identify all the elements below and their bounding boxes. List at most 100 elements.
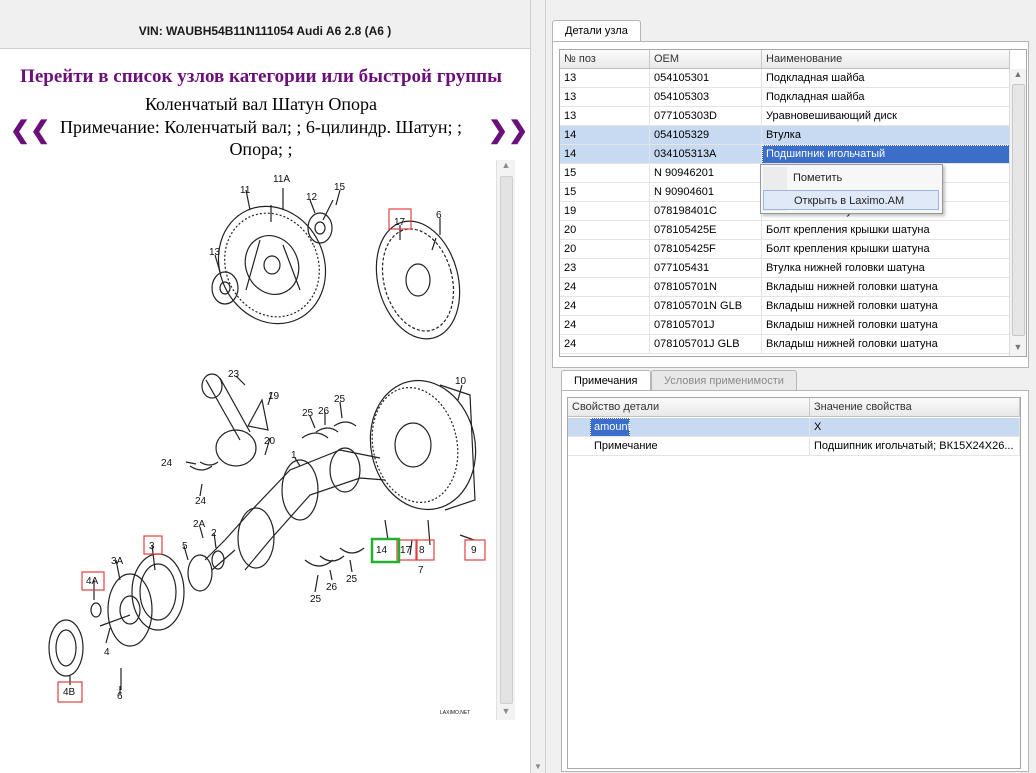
properties-table[interactable]: Свойство детали Значение свойства amount… — [567, 397, 1021, 769]
property-value[interactable]: X — [810, 418, 1020, 437]
property-name[interactable]: Примечание — [568, 437, 810, 456]
cell-name[interactable]: Вкладыш нижней головки шатуна — [762, 297, 1010, 316]
cell-pos[interactable]: 24 — [560, 316, 650, 335]
cell-oem[interactable]: 034105313A — [650, 145, 762, 164]
cell-name[interactable]: Вкладыш нижней головки шатуна — [762, 278, 1010, 297]
selected-cell[interactable]: Подшипник игольчатый — [762, 145, 1009, 163]
callout-17[interactable] — [388, 208, 412, 230]
column-header-name[interactable]: Наименование — [762, 50, 1010, 69]
diagram-label: 4 — [104, 647, 110, 658]
cell-pos[interactable]: 13 — [560, 69, 650, 88]
cell-pos[interactable]: 13 — [560, 107, 650, 126]
cell-pos[interactable]: 24 — [560, 297, 650, 316]
cell-name[interactable]: Уравновешивающий диск — [762, 107, 1010, 126]
scroll-thumb[interactable] — [1012, 84, 1025, 336]
cell-name[interactable]: Вкладыш нижней головки шатуна — [762, 316, 1010, 335]
watermark: LAXIMO.NET — [440, 710, 470, 716]
cell-pos[interactable]: 13 — [560, 88, 650, 107]
scroll-down-icon[interactable]: ▼ — [501, 706, 511, 716]
tab-notes[interactable]: Примечания — [561, 370, 651, 391]
column-header-value[interactable]: Значение свойства — [810, 398, 1020, 417]
cell-pos[interactable]: 15 — [560, 183, 650, 202]
cell-oem[interactable]: 078105425F — [650, 240, 762, 259]
callout-4a[interactable] — [81, 571, 105, 591]
cell-name[interactable]: Подкладная шайба — [762, 69, 1010, 88]
cell-name[interactable]: Втулка — [762, 126, 1010, 145]
callout-4b[interactable] — [57, 681, 83, 703]
cell-oem[interactable]: 054105329 — [650, 126, 762, 145]
cell-name[interactable]: Болт крепления крышки шатуна — [762, 221, 1010, 240]
column-header-property[interactable]: Свойство детали — [568, 398, 810, 417]
cell-pos[interactable]: 24 — [560, 278, 650, 297]
callout-3[interactable] — [143, 535, 163, 555]
cell-oem[interactable]: 078105701J — [650, 316, 762, 335]
tab-part-details[interactable]: Детали узла — [552, 20, 641, 41]
cell-name[interactable]: Подшипник игольчатый — [762, 145, 1010, 164]
cell-name[interactable]: Втулка нижней головки шатуна — [762, 259, 1010, 278]
next-unit-icon[interactable]: ❯❯ — [488, 118, 529, 144]
menu-item-mark[interactable]: Пометить — [793, 172, 843, 184]
property-name-cell[interactable]: amount — [568, 418, 810, 437]
cell-oem[interactable]: N 90946201 — [650, 164, 762, 183]
cell-pos[interactable]: 20 — [560, 240, 650, 259]
table-row[interactable]: Примечание Подшипник игольчатый; ВК15Х24… — [568, 437, 1020, 456]
cell-oem[interactable]: 077105431 — [650, 259, 762, 278]
scroll-down-icon[interactable]: ▼ — [1013, 342, 1023, 352]
cell-pos[interactable]: 14 — [560, 126, 650, 145]
diagram-label: 4A — [86, 576, 99, 587]
cell-oem[interactable]: 054105303 — [650, 88, 762, 107]
cell-oem[interactable]: 078105701N — [650, 278, 762, 297]
category-link[interactable]: Перейти в список узлов категории или быс… — [20, 66, 502, 87]
cell-pos[interactable]: 20 — [560, 221, 650, 240]
cell-pos[interactable]: 23 — [560, 259, 650, 278]
cell-oem[interactable]: 054105301 — [650, 69, 762, 88]
menu-item-open-laximo[interactable]: Открыть в Laximo.AM — [763, 190, 939, 210]
scroll-thumb[interactable] — [500, 176, 513, 704]
callout-17b[interactable] — [396, 539, 418, 561]
cell-oem[interactable]: 078198401C — [650, 202, 762, 221]
callout-8[interactable] — [415, 539, 435, 561]
table-row[interactable]: amount X — [568, 418, 1020, 437]
cell-oem[interactable]: N 90904601 — [650, 183, 762, 202]
cell-pos[interactable]: 15 — [560, 164, 650, 183]
tab-conditions[interactable]: Условия применимости — [651, 370, 797, 391]
property-value[interactable]: Подшипник игольчатый; ВК15Х24Х26... — [810, 437, 1020, 456]
cell-oem[interactable]: 078105701N GLB — [650, 297, 762, 316]
parts-diagram[interactable]: 11A 11 12 15 13 17 6 23 19 10 25 26 25 2… — [0, 158, 495, 720]
cell-pos[interactable]: 24 — [560, 335, 650, 354]
diagram-label: 11A — [273, 174, 290, 185]
cell-name[interactable]: Болт крепления крышки шатуна — [762, 240, 1010, 259]
diagram-label: 2A — [193, 519, 206, 530]
prev-unit-icon[interactable]: ❮❮ — [10, 118, 51, 144]
diagram-scrollbar[interactable]: ▲ ▼ — [496, 160, 515, 720]
cell-name[interactable]: Подкладная шайба — [762, 88, 1010, 107]
callout-14-selected[interactable] — [370, 537, 401, 564]
table-header: Свойство детали Значение свойства — [568, 398, 1020, 417]
pane-splitter[interactable]: ▼ — [530, 0, 546, 773]
cell-pos[interactable]: 19 — [560, 202, 650, 221]
callout-9[interactable] — [464, 539, 486, 561]
cell-oem[interactable]: 078105701J GLB — [650, 335, 762, 354]
scroll-up-icon[interactable]: ▲ — [501, 160, 511, 170]
cell-name[interactable]: Вкладыш нижней головки шатуна — [762, 335, 1010, 354]
cell-oem[interactable]: 078105425E — [650, 221, 762, 240]
column-header-pos[interactable]: № поз — [560, 50, 650, 69]
cell-oem[interactable]: 077105303D — [650, 107, 762, 126]
scroll-up-icon[interactable]: ▲ — [1013, 69, 1023, 79]
table-scrollbar[interactable]: ▲ ▼ — [1009, 69, 1026, 356]
cell-pos[interactable]: 14 — [560, 145, 650, 164]
column-header-oem[interactable]: OEM — [650, 50, 762, 69]
